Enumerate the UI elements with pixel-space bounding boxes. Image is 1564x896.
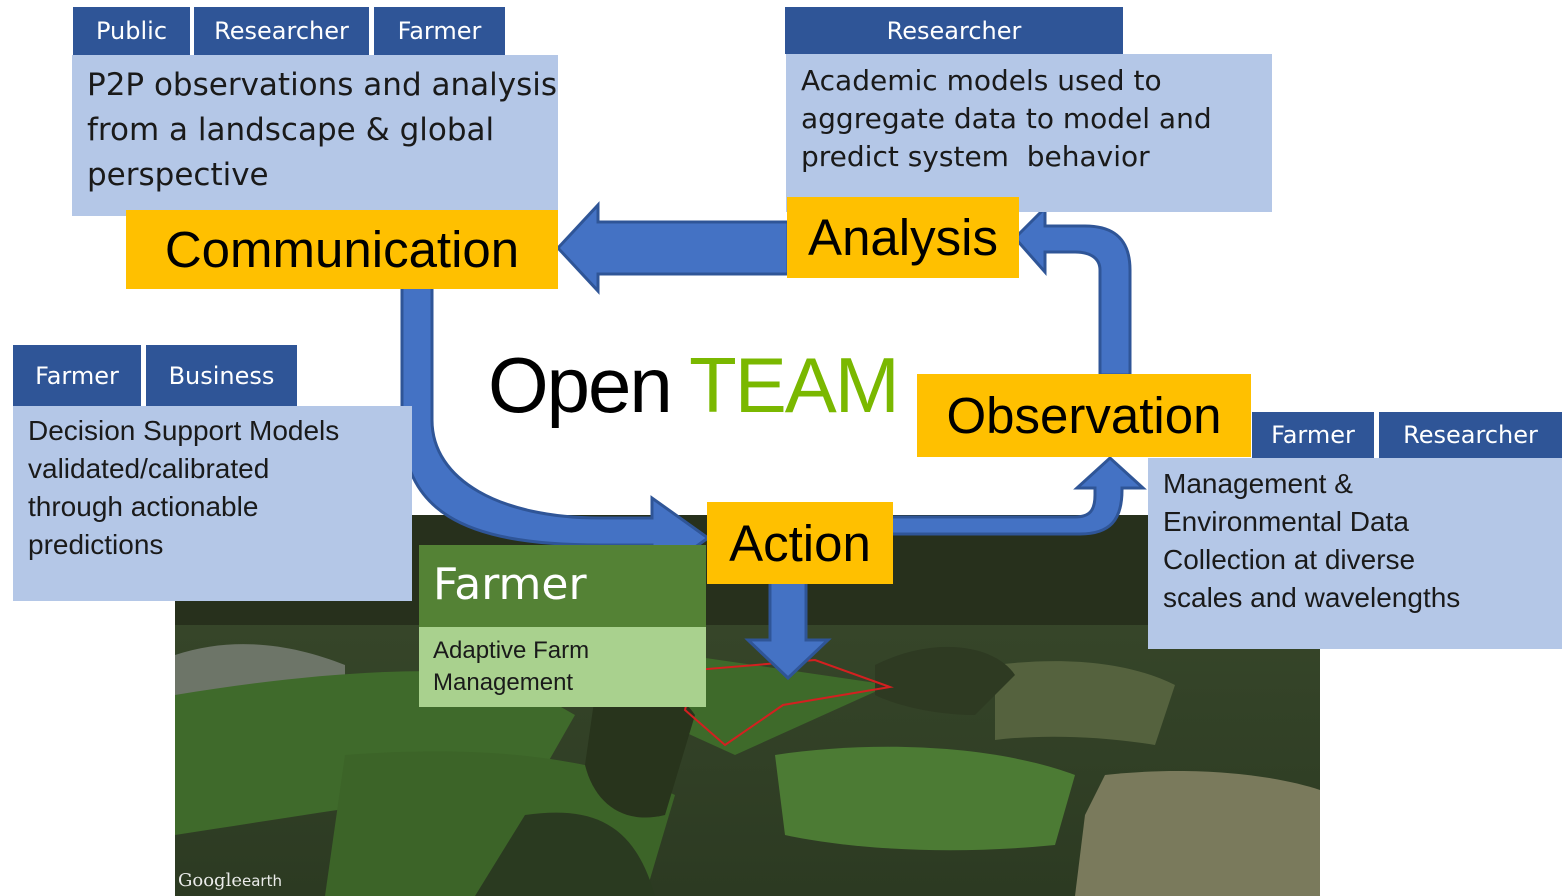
tag-researcher: Researcher — [194, 7, 369, 55]
title-open: Open — [488, 341, 673, 429]
observation-line-2: Environmental Data — [1163, 506, 1409, 537]
tag-farmer-observation: Farmer — [1252, 412, 1374, 458]
tag-researcher-observation: Researcher — [1379, 412, 1562, 458]
observation-line-4: scales and wavelengths — [1163, 582, 1461, 613]
stage-communication: Communication — [126, 210, 558, 289]
decision-description: Decision Support Models validated/calibr… — [13, 406, 412, 601]
google-earth-credit: Googleearth — [178, 870, 282, 891]
farmer-line-1: Adaptive Farm — [433, 637, 590, 664]
decision-line-4: predictions — [28, 529, 164, 560]
diagram-title: Open TEAM — [488, 340, 900, 431]
decision-line-2: validated/calibrated — [28, 453, 270, 484]
tag-researcher-analysis: Researcher — [785, 7, 1123, 54]
arrow-communication-to-action — [400, 284, 711, 581]
arrow-action-to-observation — [888, 455, 1147, 536]
stage-action: Action — [707, 502, 893, 584]
farmer-heading: Farmer — [419, 545, 706, 627]
analysis-description: Academic models used to aggregate data t… — [786, 54, 1272, 212]
stage-observation: Observation — [917, 374, 1251, 457]
observation-line-1: Management & — [1163, 468, 1353, 499]
arrow-analysis-to-communication — [555, 201, 790, 295]
analysis-line-3: predict system behavior — [801, 140, 1150, 173]
title-team: TEAM — [689, 341, 900, 429]
communication-line-3: perspective — [87, 157, 269, 193]
analysis-line-1: Academic models used to — [801, 64, 1162, 97]
tag-business: Business — [146, 345, 297, 406]
farmer-line-2: Management — [433, 669, 574, 696]
credit-brand: Google — [178, 870, 242, 891]
tag-farmer: Farmer — [374, 7, 505, 55]
communication-line-2: from a landscape & global — [87, 112, 495, 148]
observation-description: Management & Environmental Data Collecti… — [1148, 458, 1562, 649]
observation-line-3: Collection at diverse — [1163, 544, 1416, 575]
credit-suffix: earth — [241, 872, 282, 890]
communication-line-1: P2P observations and analysis — [87, 67, 557, 103]
stage-analysis: Analysis — [787, 197, 1019, 278]
decision-line-3: through actionable — [28, 491, 259, 522]
decision-line-1: Decision Support Models — [28, 415, 340, 446]
tag-farmer-decision: Farmer — [13, 345, 141, 406]
arrow-action-to-field — [744, 580, 832, 681]
arrow-observation-to-analysis — [1012, 204, 1132, 377]
analysis-line-2: aggregate data to model and — [801, 102, 1212, 135]
farmer-description: Adaptive Farm Management — [419, 627, 706, 707]
communication-description: P2P observations and analysis from a lan… — [72, 55, 558, 216]
tag-public: Public — [73, 7, 190, 55]
